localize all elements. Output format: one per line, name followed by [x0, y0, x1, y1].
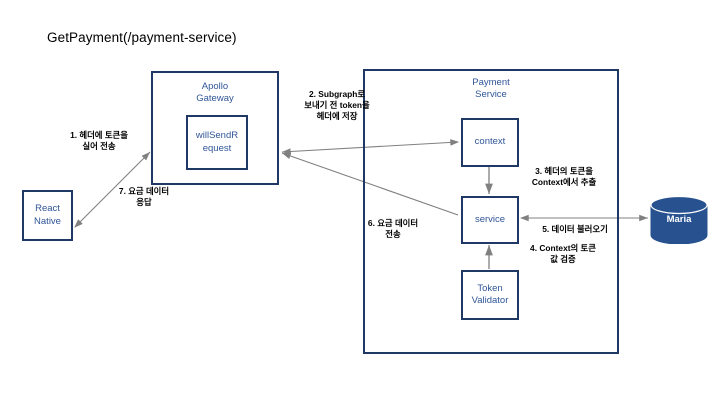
node-token-validator-label: Token Validator: [471, 282, 509, 307]
node-will-send-request-label: willSendR equest: [195, 130, 239, 154]
node-react-native-label: React Native: [34, 203, 61, 227]
step-label-2: 2. Subgraph로 보내기 전 token을 헤더에 저장: [304, 89, 370, 121]
connector-service-gateway: [281, 152, 459, 216]
node-token-validator[interactable]: Token Validator: [461, 270, 519, 320]
node-payment-service-title: Payment Service: [472, 77, 510, 100]
node-maria-db[interactable]: Maria: [650, 195, 708, 245]
node-context-label: context: [474, 136, 506, 148]
node-payment-service[interactable]: Payment Service context service Token Va…: [363, 69, 619, 354]
node-will-send-request[interactable]: willSendR equest: [186, 115, 248, 170]
node-maria-db-label: Maria: [666, 214, 692, 225]
database-icon: [650, 195, 708, 245]
step-label-3: 3. 헤더의 토큰을 Context에서 추출: [531, 166, 597, 187]
node-apollo-gateway-title: Apollo Gateway: [196, 81, 234, 104]
node-service-label: service: [474, 213, 506, 225]
node-service[interactable]: service: [461, 196, 519, 244]
node-react-native[interactable]: React Native: [22, 190, 73, 241]
node-apollo-gateway[interactable]: Apollo Gateway willSendR equest: [151, 71, 279, 185]
step-label-4: 4. Context의 토큰 값 검증: [530, 243, 596, 264]
page-title: GetPayment(/payment-service): [47, 30, 237, 45]
step-label-7: 7. 요금 데이터 응답: [118, 186, 170, 207]
step-label-1: 1. 헤더에 토큰을 실어 전송: [70, 130, 128, 151]
step-label-5: 5. 데이터 불러오기: [542, 224, 608, 234]
connector-gateway-context: [281, 139, 460, 155]
node-context[interactable]: context: [461, 118, 519, 167]
step-label-6: 6. 요금 데이터 전송: [367, 218, 419, 239]
connector-react-gateway: [74, 151, 151, 228]
